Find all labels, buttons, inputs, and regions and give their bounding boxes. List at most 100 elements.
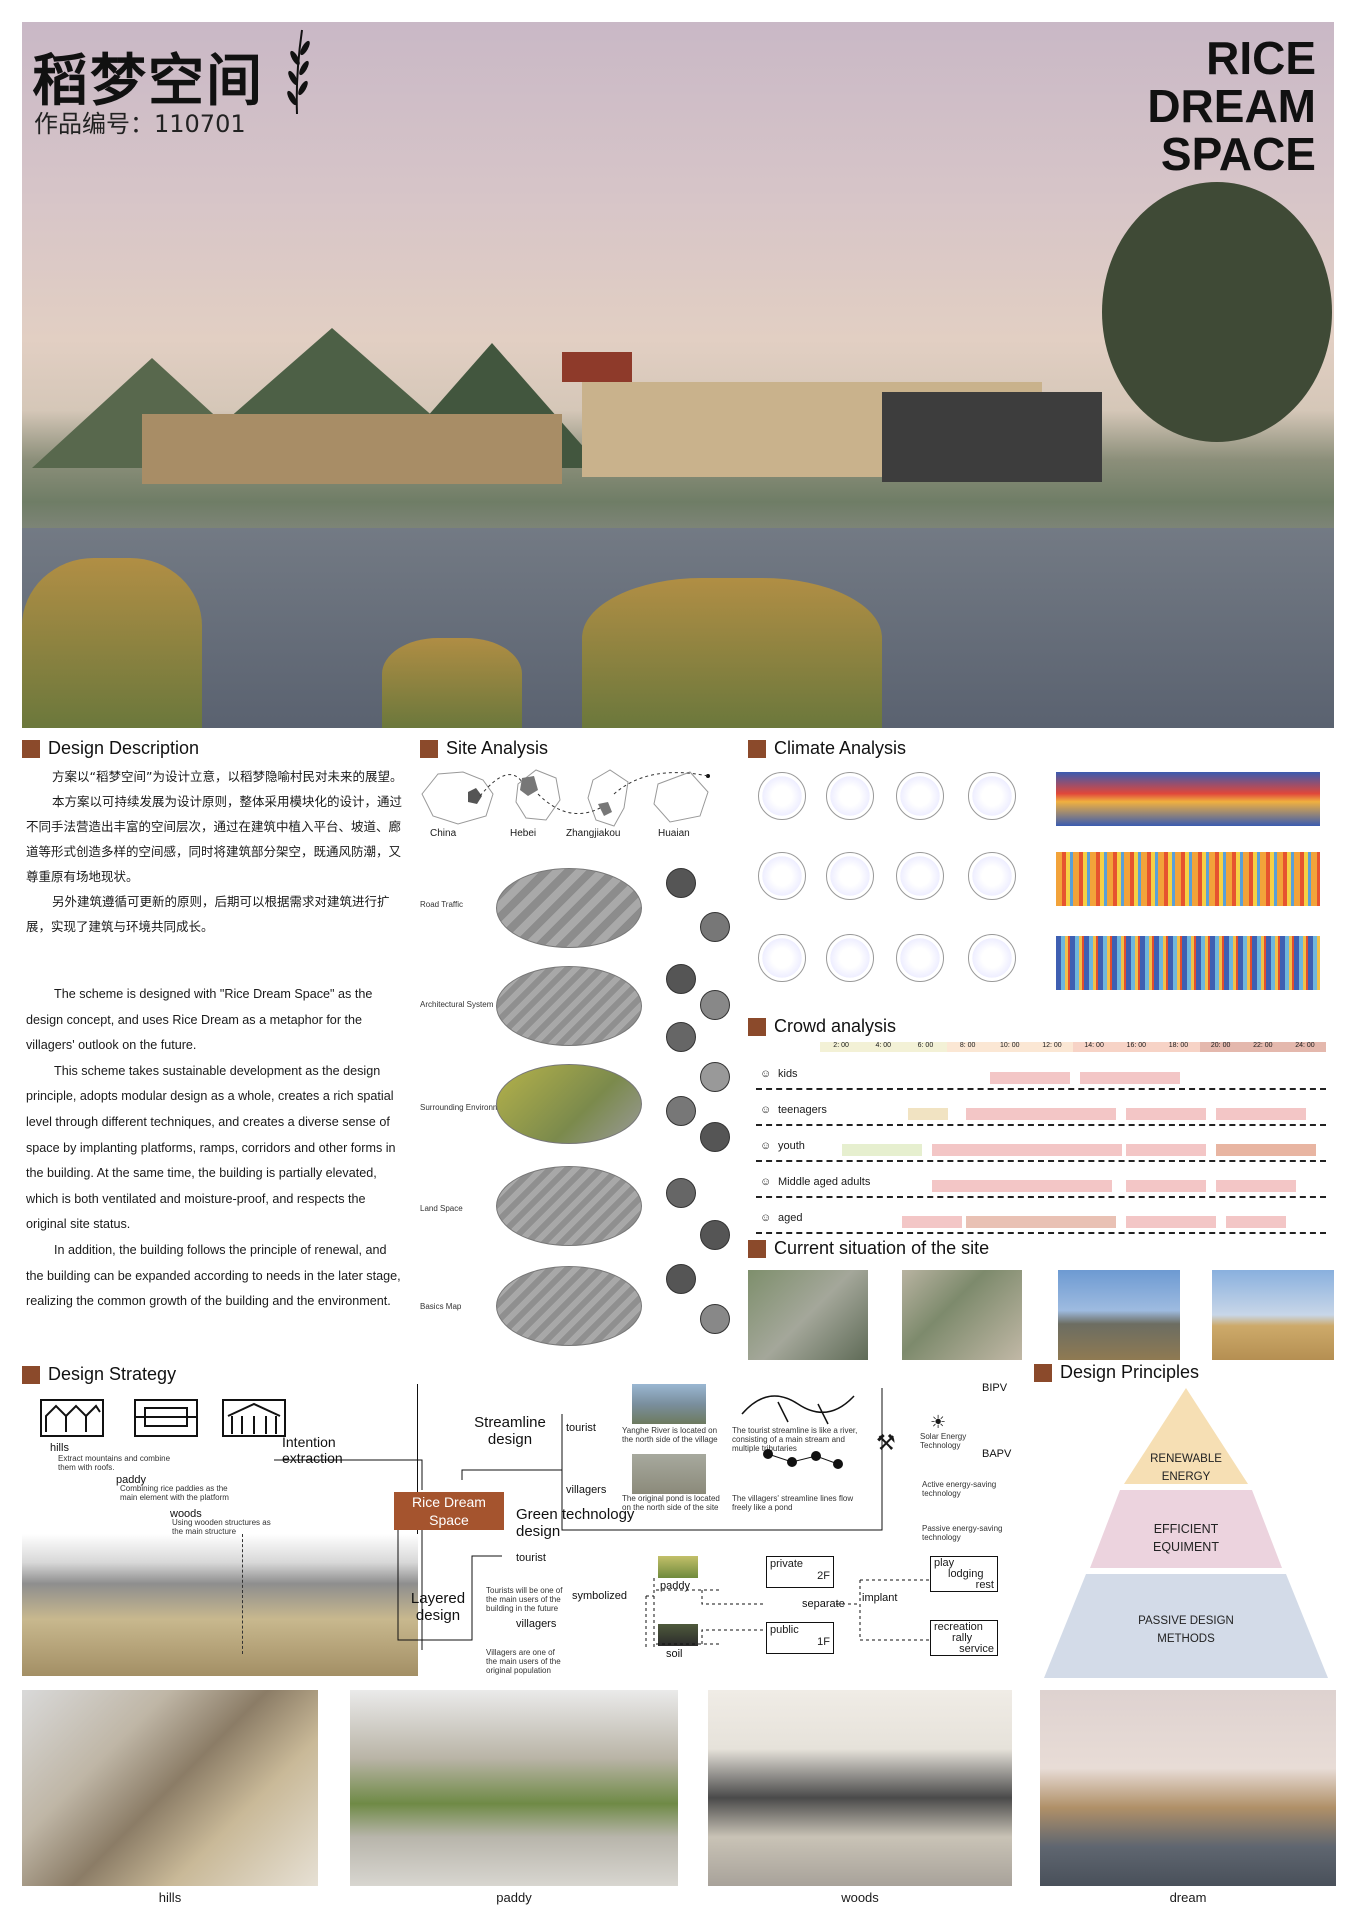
activity-bar (902, 1216, 962, 1228)
section-marker (1034, 1363, 1052, 1382)
reeds (582, 578, 882, 728)
activity-bar (1126, 1108, 1206, 1120)
time-tick: 16: 00 (1115, 1042, 1158, 1052)
render-paddy (350, 1690, 678, 1886)
title-cn: 稻梦空间 (32, 49, 264, 114)
activity-bar (1216, 1108, 1306, 1120)
layer-label: Architectural System (420, 1000, 494, 1009)
wind-rose-chart (826, 772, 874, 820)
render-label: hills (158, 1890, 182, 1905)
map-label-hebei: Hebei (510, 828, 537, 839)
private-label: private (770, 1558, 804, 1570)
dashed-guide (242, 1534, 243, 1654)
time-tick: 10: 00 (988, 1042, 1031, 1052)
time-tick: 24: 00 (1283, 1042, 1327, 1052)
site-photo-circle (666, 964, 696, 994)
current-situation-heading: Current situation of the site (748, 1238, 989, 1259)
floor-label: 2F (817, 1570, 830, 1582)
terrace (882, 392, 1102, 482)
wind-rose-chart (758, 772, 806, 820)
form-icons (40, 1399, 286, 1437)
time-tick: 18: 00 (1157, 1042, 1200, 1052)
crowd-group-label: youth (778, 1140, 805, 1152)
site-photo-circle (700, 912, 730, 942)
heading-text: Site Analysis (446, 738, 549, 758)
crowd-row-kids: ☺ kids (756, 1060, 1326, 1090)
crowd-row-youth: ☺ youth (756, 1132, 1326, 1162)
layer-label: Basics Map (420, 1302, 462, 1311)
person-icon: ☺ (760, 1104, 772, 1116)
design-description-heading: Design Description (22, 738, 199, 759)
heading-text: Climate Analysis (774, 738, 907, 758)
site-photo-circle (666, 1096, 696, 1126)
site-photo-circle (666, 1022, 696, 1052)
time-tick: 8: 00 (946, 1042, 989, 1052)
person-icon: ☺ (760, 1212, 772, 1224)
use-label: service (959, 1643, 994, 1655)
site-photo-circle (700, 1062, 730, 1092)
render-label: woods (841, 1890, 879, 1905)
bapv-label: BAPV (982, 1448, 1012, 1460)
work-number: 作品编号：110701 (34, 110, 246, 138)
activity-bar (1226, 1216, 1286, 1228)
wind-rose-chart (758, 934, 806, 982)
active-label: Active energy-saving technology (922, 1480, 997, 1498)
render-dream (1040, 1690, 1336, 1886)
time-tick: 14: 00 (1073, 1042, 1116, 1052)
crowd-time-axis: 2: 00 4: 00 6: 00 8: 00 10: 00 12: 00 14… (820, 1042, 1327, 1052)
activity-bar (966, 1108, 1116, 1120)
activity-bar (932, 1144, 1122, 1156)
tower-roof (562, 352, 632, 382)
design-principles-heading: Design Principles (1034, 1362, 1199, 1383)
use-label: play (934, 1557, 955, 1569)
public-uses-box: recreation rally service (930, 1620, 998, 1656)
render-label: dream (1169, 1890, 1207, 1905)
activity-bar (966, 1216, 1116, 1228)
soil-photo (658, 1624, 698, 1646)
pyramid-tier-efficient (1090, 1490, 1282, 1568)
activity-bar (1216, 1144, 1316, 1156)
activity-bar (990, 1072, 1070, 1084)
time-tick: 4: 00 (862, 1042, 905, 1052)
rice-dream-space-box: Rice Dream Space (394, 1492, 504, 1530)
render-label: paddy (496, 1890, 532, 1905)
tools-icon: ⚒ (876, 1430, 896, 1455)
reeds (382, 638, 522, 728)
streamline-design: Streamline design (474, 1414, 546, 1448)
symbolized-label: symbolized (572, 1590, 628, 1602)
temperature-heatmap (1056, 772, 1320, 826)
tourist-note: Tourists will be one of the main users o… (486, 1586, 563, 1613)
heading-text: Crowd analysis (774, 1016, 897, 1036)
description-cn: 方案以“稻梦空间”为设计立意，以稻梦隐喻村民对未来的展望。 本方案以可持续发展为… (26, 764, 406, 939)
heading-text: Current situation of the site (774, 1238, 990, 1258)
villager-note: Villagers are one of the main users of t… (486, 1648, 561, 1675)
wind-rose-chart (968, 934, 1016, 982)
time-tick: 12: 00 (1030, 1042, 1074, 1052)
tourist-label: tourist (566, 1422, 596, 1434)
activity-bar (1080, 1072, 1180, 1084)
use-label: lodging (948, 1568, 984, 1580)
pond-photo (632, 1454, 706, 1494)
wind-rose-chart (896, 934, 944, 982)
site-photo-circle (700, 1304, 730, 1334)
strategy-left-panel: hills Extract mountains and combine them… (22, 1384, 418, 1676)
layer-label: Land Space (420, 1204, 463, 1213)
activity-bar (932, 1180, 1112, 1192)
principles-pyramid (1044, 1388, 1328, 1678)
person-icon: ☺ (760, 1068, 772, 1080)
site-photo (748, 1270, 868, 1360)
layer-map-environment (496, 1064, 642, 1144)
site-photo-circle (700, 1122, 730, 1152)
design-strategy-heading: Design Strategy (22, 1364, 176, 1385)
section-marker (748, 1017, 766, 1036)
section-marker (22, 1365, 40, 1384)
section-marker (420, 739, 438, 758)
solar-label: Solar Energy Technology (920, 1432, 967, 1450)
layered-flow-arrows (645, 1578, 930, 1650)
section-marker (748, 739, 766, 758)
layer-map-land (496, 1166, 642, 1246)
green-technology-design: Green technology design (516, 1506, 635, 1540)
use-label: rally (952, 1632, 973, 1644)
site-analysis-heading: Site Analysis (420, 738, 548, 759)
river-photo (632, 1384, 706, 1424)
